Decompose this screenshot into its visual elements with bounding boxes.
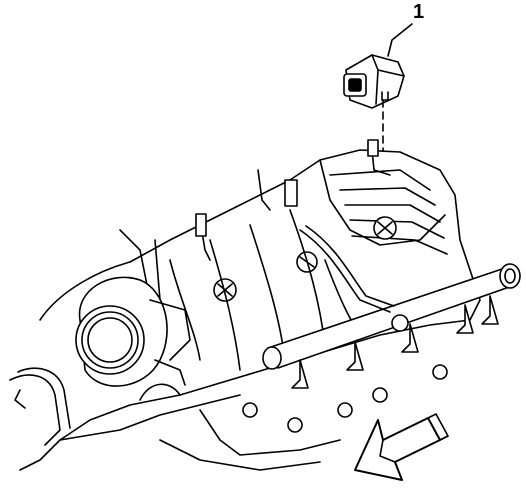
throttle-body (75, 276, 191, 387)
callout-leader-line (387, 23, 413, 57)
map-sensor-icon (343, 54, 405, 109)
intake-manifold (19, 139, 481, 471)
callout-label-1: 1 (413, 1, 425, 23)
engine-block-lower (9, 364, 448, 471)
forward-direction-arrow-icon (354, 413, 449, 481)
fuel-rail (262, 225, 521, 389)
